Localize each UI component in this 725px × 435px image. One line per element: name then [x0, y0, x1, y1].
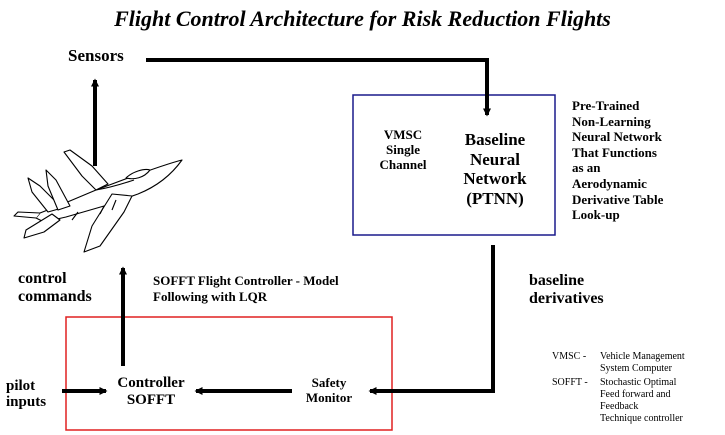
neural-network-box: [352, 94, 556, 236]
vmsc-single-channel-label: VMSC Single Channel: [379, 127, 427, 172]
sofft-controller-title: SOFFT Flight Controller - Model Followin…: [153, 273, 339, 304]
legend-def-vmsc: Vehicle Management System Computer: [600, 351, 685, 374]
controller-sofft-label: Controller SOFFT: [117, 375, 185, 409]
legend-def-sofft: Stochastic Optimal Feed forward and Feed…: [600, 377, 683, 424]
arrow-sensors-to-nn: [146, 58, 491, 117]
pilot-inputs-label: pilot inputs: [6, 378, 47, 410]
safety-monitor-label: Safety Monitor: [305, 375, 353, 405]
fighter-jet-icon: [13, 149, 183, 253]
legend-abbr-sofft: SOFFT -: [552, 377, 588, 388]
diagram-title: Flight Control Architecture for Risk Red…: [114, 6, 611, 31]
ptnn-description: Pre-Trained Non-Learning Neural Network …: [572, 98, 664, 223]
legend-abbr-vmsc: VMSC -: [552, 351, 587, 362]
control-commands-label: control commands: [18, 270, 92, 306]
baseline-derivatives-label: baseline derivatives: [529, 272, 604, 308]
baseline-neural-network-label: Baseline Neural Network (PTNN): [463, 130, 527, 208]
sensors-label: Sensors: [68, 46, 124, 65]
sofft-controller-box: [65, 316, 393, 431]
arrow-nn-to-safety-monitor: [368, 245, 495, 395]
